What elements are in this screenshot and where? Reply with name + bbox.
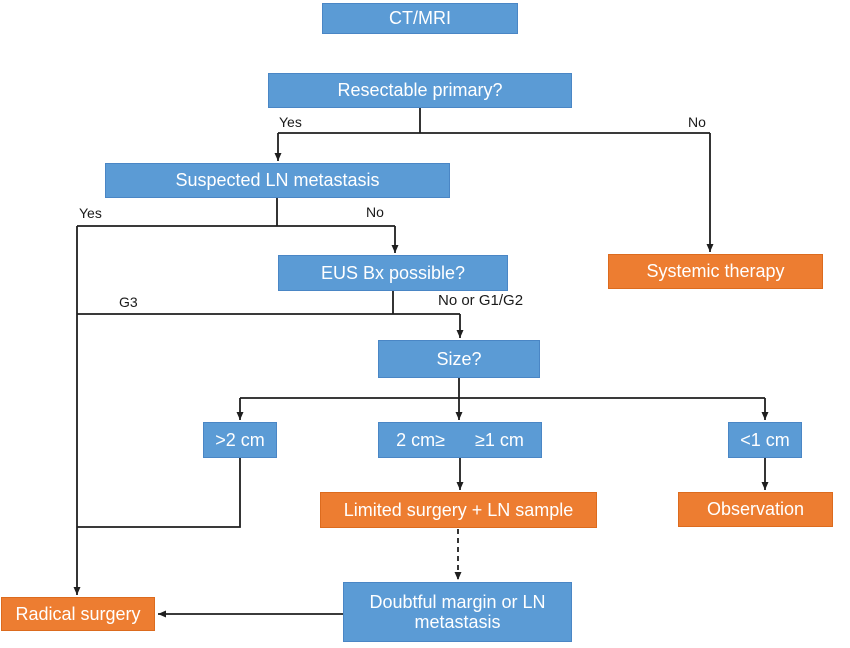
- node-suspected-ln-metastasis-label: Suspected LN metastasis: [175, 170, 380, 191]
- node-observation: Observation: [678, 492, 833, 527]
- edge-eus-split: [77, 291, 460, 315]
- node-systemic-therapy-label: Systemic therapy: [646, 261, 785, 282]
- node-ct-mri: CT/MRI: [322, 3, 518, 34]
- edge-gt2-merge: [77, 458, 241, 528]
- edge-label-suspected-yes: Yes: [79, 205, 102, 221]
- node-size: Size?: [378, 340, 540, 378]
- node-lt-1cm: <1 cm: [728, 422, 802, 458]
- edge-suspected-split: [77, 198, 395, 227]
- edge-resectable-split: [278, 108, 710, 134]
- node-eus-bx-possible-label: EUS Bx possible?: [320, 262, 466, 283]
- node-limited-surgery-ln-sample: Limited surgery + LN sample: [320, 492, 597, 528]
- edge-label-resectable-yes: Yes: [279, 114, 302, 130]
- node-resectable-primary-label: Resectable primary?: [337, 80, 503, 101]
- node-limited-surgery-ln-sample-label: Limited surgery + LN sample: [343, 499, 574, 520]
- node-lt-1cm-label: <1 cm: [740, 429, 790, 450]
- edge-label-suspected-no: No: [366, 204, 384, 220]
- node-doubtful-margin-ln-metastasis: Doubtful margin or LN metastasis: [343, 582, 572, 642]
- node-observation-label: Observation: [706, 499, 805, 520]
- node-radical-surgery: Radical surgery: [1, 597, 155, 631]
- node-gt-2cm: >2 cm: [203, 422, 277, 458]
- edge-label-g3: G3: [119, 294, 138, 310]
- edge-size-split: [240, 378, 765, 399]
- node-radical-surgery-label: Radical surgery: [15, 603, 141, 624]
- node-2cm-to-1cm: 2 cm≥ ≥1 cm: [378, 422, 542, 458]
- node-suspected-ln-metastasis: Suspected LN metastasis: [105, 163, 450, 198]
- node-resectable-primary: Resectable primary?: [268, 73, 572, 108]
- node-eus-bx-possible: EUS Bx possible?: [278, 255, 508, 291]
- node-ct-mri-label: CT/MRI: [389, 8, 451, 29]
- edge-label-no-or-g1-g2: No or G1/G2: [438, 292, 524, 309]
- node-size-label: Size?: [436, 348, 482, 369]
- node-doubtful-margin-ln-metastasis-label: Doubtful margin or LN metastasis: [369, 591, 546, 632]
- node-2cm-to-1cm-label: 2 cm≥ ≥1 cm: [396, 429, 524, 450]
- node-gt-2cm-label: >2 cm: [215, 429, 265, 450]
- node-systemic-therapy: Systemic therapy: [608, 254, 823, 289]
- edge-label-resectable-no: No: [688, 114, 706, 130]
